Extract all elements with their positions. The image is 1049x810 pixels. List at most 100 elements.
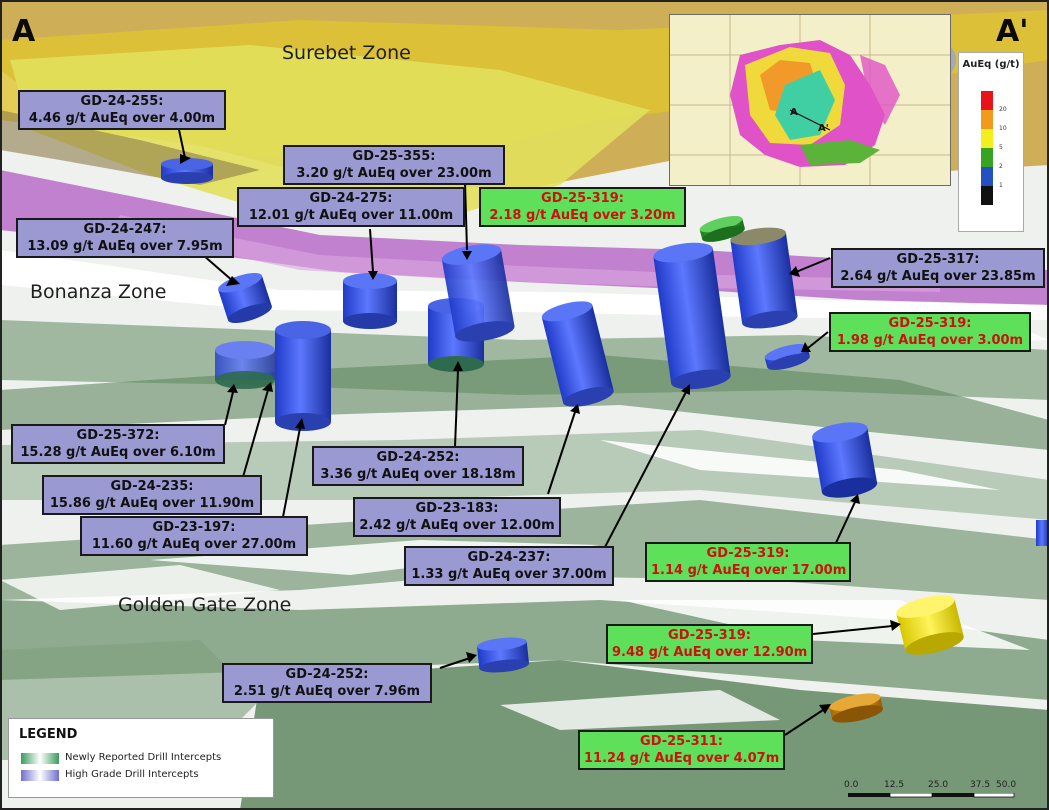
- inset-label-a-prime: A': [818, 123, 829, 134]
- colorbar-swatch-red: [981, 91, 993, 110]
- label-hole-id: GD-23-197:: [152, 520, 236, 535]
- label-gd-25-319-b: GD-25-319: 1.98 g/t AuEq over 3.00m: [829, 312, 1031, 352]
- intercept-gd-25-372[interactable]: [215, 341, 275, 389]
- legend-label-high-grade: High Grade Drill Intercepts: [65, 769, 199, 780]
- intercept-gd-24-275[interactable]: [343, 273, 397, 329]
- intercept-gd-25-355[interactable]: [440, 241, 516, 346]
- zone-label-surebet: Surebet Zone: [282, 42, 411, 64]
- scale-tick: 0.0: [844, 780, 859, 790]
- label-result: 15.28 g/t AuEq over 6.10m: [20, 445, 216, 460]
- label-hole-id: GD-25-319:: [888, 316, 972, 331]
- label-result: 15.86 g/t AuEq over 11.90m: [49, 496, 255, 511]
- legend-label-new: Newly Reported Drill Intercepts: [65, 752, 222, 763]
- inset-map: A A': [669, 14, 951, 186]
- label-gd-25-319-a: GD-25-319: 2.18 g/t AuEq over 3.20m: [479, 187, 686, 227]
- legend: LEGEND Newly Reported Drill Intercepts H…: [8, 718, 274, 798]
- intercept-gd-25-319-c[interactable]: [811, 419, 879, 502]
- legend-swatch-new: [21, 753, 59, 764]
- intercept-partial-right: [1036, 520, 1049, 546]
- label-hole-id: GD-24-252:: [285, 667, 369, 682]
- label-result: 11.60 g/t AuEq over 27.00m: [91, 537, 297, 552]
- label-hole-id: GD-25-372:: [76, 428, 160, 443]
- label-result: 11.24 g/t AuEq over 4.07m: [584, 751, 780, 766]
- intercept-gd-24-247[interactable]: [216, 269, 274, 327]
- intercept-gd-24-255[interactable]: [161, 158, 213, 184]
- intercept-gd-25-319-a[interactable]: [698, 213, 746, 246]
- label-gd-23-183: GD-23-183: 2.42 g/t AuEq over 12.00m: [353, 497, 561, 537]
- section-label-a: A: [12, 14, 36, 49]
- intercept-gd-23-197[interactable]: [275, 321, 331, 431]
- label-hole-id: GD-24-255:: [80, 94, 164, 109]
- leader-lines: [177, 124, 893, 736]
- label-gd-24-237: GD-24-237: 1.33 g/t AuEq over 37.00m: [404, 546, 614, 586]
- legend-title: LEGEND: [19, 727, 78, 742]
- label-result: 2.51 g/t AuEq over 7.96m: [233, 684, 421, 699]
- label-hole-id: GD-25-319:: [706, 546, 790, 561]
- intercept-gd-25-311[interactable]: [828, 690, 884, 726]
- label-gd-24-275: GD-24-275: 12.01 g/t AuEq over 11.00m: [237, 187, 465, 227]
- label-gd-23-197: GD-23-197: 11.60 g/t AuEq over 27.00m: [80, 516, 308, 556]
- label-hole-id: GD-23-183:: [415, 501, 499, 516]
- label-hole-id: GD-25-317:: [896, 252, 980, 267]
- scale-bar: 0.0 12.5 25.0 37.5 50.0: [840, 780, 1020, 806]
- label-result: 2.18 g/t AuEq over 3.20m: [489, 208, 676, 223]
- label-result: 1.98 g/t AuEq over 3.00m: [836, 333, 1024, 348]
- label-result: 1.33 g/t AuEq over 37.00m: [411, 567, 607, 582]
- inset-label-a: A: [790, 107, 798, 118]
- label-hole-id: GD-24-237:: [467, 550, 551, 565]
- label-hole-id: GD-24-235:: [110, 479, 194, 494]
- label-gd-25-355: GD-25-355: 3.20 g/t AuEq over 23.00m: [283, 145, 505, 185]
- colorbar-swatch-blue: [981, 167, 993, 186]
- label-hole-id: GD-25-311:: [640, 734, 723, 749]
- legend-swatch-high-grade: [21, 770, 59, 781]
- label-hole-id: GD-25-319:: [541, 191, 624, 206]
- label-gd-24-247: GD-24-247: 13.09 g/t AuEq over 7.95m: [16, 218, 234, 258]
- colorbar-swatch-yellow: [981, 129, 993, 148]
- colorbar-tick: 1: [999, 182, 1003, 189]
- inset-map-graphic: [670, 15, 950, 185]
- label-gd-24-252-lower: GD-24-252: 2.51 g/t AuEq over 7.96m: [222, 663, 432, 703]
- auEq-colorbar: AuEq (g/t) 20 10 5 2 1: [958, 52, 1024, 232]
- label-result: 1.14 g/t AuEq over 17.00m: [651, 563, 847, 578]
- scale-tick: 37.5: [970, 780, 991, 790]
- label-hole-id: GD-24-247:: [83, 222, 167, 237]
- colorbar-swatch-orange: [981, 110, 993, 129]
- label-gd-25-311: GD-25-311: 11.24 g/t AuEq over 4.07m: [578, 730, 785, 770]
- label-hole-id: GD-24-252:: [376, 450, 460, 465]
- label-result: 9.48 g/t AuEq over 12.90m: [612, 645, 808, 660]
- intercept-gd-25-319-b[interactable]: [763, 341, 811, 374]
- label-result: 2.64 g/t AuEq over 23.85m: [840, 269, 1036, 284]
- label-result: 3.36 g/t AuEq over 18.18m: [320, 467, 516, 482]
- label-gd-25-319-d: GD-25-319: 9.48 g/t AuEq over 12.90m: [606, 624, 813, 664]
- intercept-gd-23-183[interactable]: [540, 297, 616, 410]
- label-gd-24-252-upper: GD-24-252: 3.36 g/t AuEq over 18.18m: [312, 446, 524, 486]
- label-gd-25-372: GD-25-372: 15.28 g/t AuEq over 6.10m: [11, 424, 225, 464]
- scale-tick: 12.5: [884, 780, 905, 790]
- label-gd-25-319-c: GD-25-319: 1.14 g/t AuEq over 17.00m: [645, 542, 851, 582]
- colorbar-tick: 20: [999, 106, 1007, 113]
- label-hole-id: GD-24-275:: [309, 191, 393, 206]
- colorbar-swatch-green: [981, 148, 993, 167]
- scale-bar-graphic: [848, 793, 1015, 798]
- intercept-gd-24-252-lower[interactable]: [476, 635, 530, 674]
- label-result: 2.42 g/t AuEq over 12.00m: [359, 518, 555, 533]
- label-result: 4.46 g/t AuEq over 4.00m: [28, 111, 216, 126]
- section-label-a-prime: A': [996, 14, 1029, 49]
- zone-label-bonanza: Bonanza Zone: [30, 281, 167, 303]
- label-result: 13.09 g/t AuEq over 7.95m: [27, 239, 223, 254]
- intercept-gd-25-319-d[interactable]: [894, 591, 966, 660]
- intercept-gd-25-317[interactable]: [729, 225, 798, 332]
- label-gd-24-235: GD-24-235: 15.86 g/t AuEq over 11.90m: [42, 475, 262, 515]
- colorbar-title: AuEq (g/t): [962, 59, 1020, 70]
- label-result: 3.20 g/t AuEq over 23.00m: [296, 166, 492, 181]
- label-gd-25-317: GD-25-317: 2.64 g/t AuEq over 23.85m: [831, 248, 1045, 288]
- zone-label-golden-gate: Golden Gate Zone: [118, 594, 292, 616]
- colorbar-swatch-black: [981, 186, 993, 205]
- intercept-gd-24-237[interactable]: [652, 240, 732, 393]
- scale-tick: 50.0: [996, 780, 1017, 790]
- colorbar-tick: 2: [999, 163, 1003, 170]
- colorbar-tick: 5: [999, 144, 1003, 151]
- scale-tick: 25.0: [928, 780, 949, 790]
- colorbar-tick: 10: [999, 125, 1007, 132]
